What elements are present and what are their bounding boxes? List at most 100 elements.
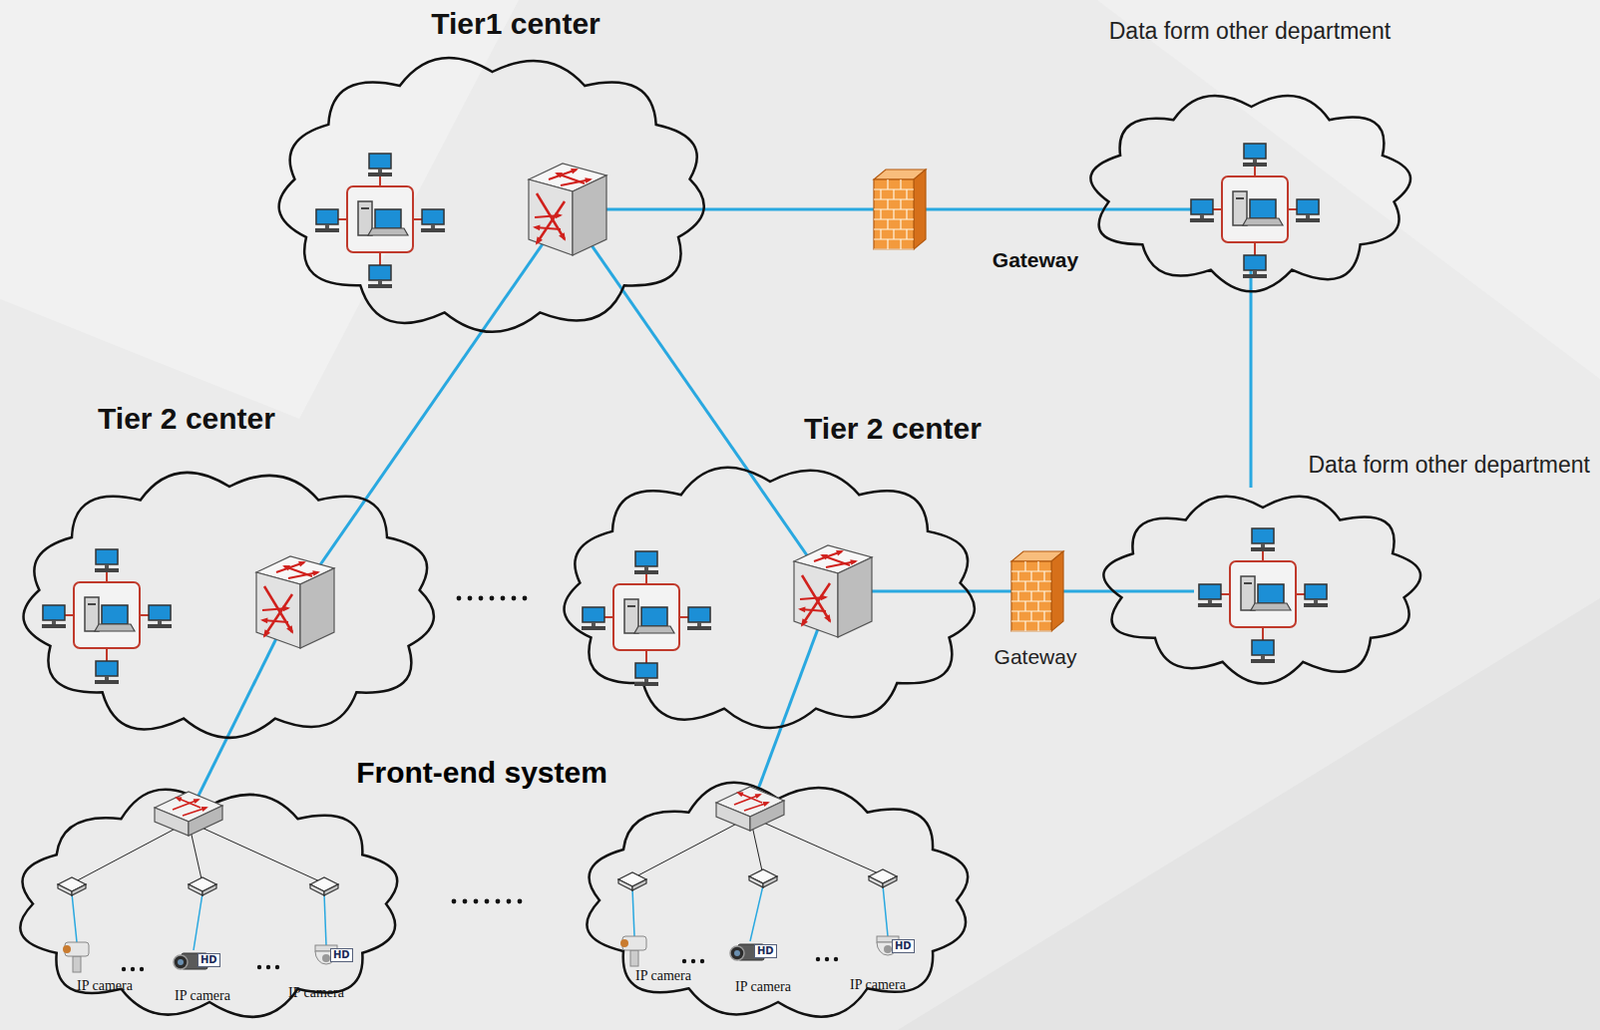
ellipsis-dot xyxy=(130,967,135,972)
monitor-icon xyxy=(368,265,393,289)
front-end-cloud: IP cameraIP cameraIP camera xyxy=(576,776,980,1026)
arrow-head xyxy=(174,797,182,802)
icon-face xyxy=(188,805,223,836)
ip-camera-icon xyxy=(62,942,89,973)
encoder-icon xyxy=(188,877,217,896)
arrow-head xyxy=(820,595,828,602)
node-label: Gateway xyxy=(992,248,1079,273)
icon-face xyxy=(188,884,203,896)
node-shape xyxy=(1084,83,1419,297)
tier2-cloud: Tier 2 center xyxy=(555,458,985,736)
monitor-icon xyxy=(94,549,119,573)
cloud-outline xyxy=(19,790,398,1018)
ellipsis-dot xyxy=(257,965,262,970)
monitor-icon xyxy=(1303,584,1328,608)
cloud-outline xyxy=(279,57,705,333)
edge-switch-icon xyxy=(716,787,785,831)
icon-face xyxy=(368,228,408,236)
monitor-icon xyxy=(1242,143,1267,167)
ellipsis-dot xyxy=(266,965,271,970)
icon-face xyxy=(154,807,189,836)
camera-link xyxy=(324,893,327,946)
node-label: Data form other department xyxy=(1109,17,1392,44)
arrow-head xyxy=(532,225,540,232)
camera-link xyxy=(193,893,203,951)
ellipsis-dot xyxy=(139,967,144,972)
icon-face xyxy=(634,626,675,634)
icon-face xyxy=(618,879,633,891)
node-label: IP camera xyxy=(735,979,792,996)
monitor-icon xyxy=(420,209,445,233)
camera-link xyxy=(882,885,888,937)
arrow-head xyxy=(819,554,828,560)
ellipsis-dots xyxy=(451,596,528,905)
monitor-icon xyxy=(1295,199,1320,223)
monitor-icon xyxy=(315,209,340,233)
icon-face xyxy=(202,884,217,896)
arrow-stroke xyxy=(536,201,565,244)
node-label: IP camera xyxy=(76,978,133,995)
camera-link xyxy=(632,816,751,879)
hd-badge: HD xyxy=(891,939,915,954)
tier1-cloud: Tier1 center xyxy=(270,48,715,340)
encoder-icon xyxy=(749,869,778,888)
workstation-cluster xyxy=(315,153,445,289)
ip-camera-icon xyxy=(620,936,647,967)
department-cloud: Data form other department xyxy=(1097,484,1429,689)
edge-switch-icon xyxy=(154,792,223,836)
camera-link xyxy=(750,816,883,876)
icon-face xyxy=(882,876,897,888)
node-label: IP camera xyxy=(635,968,692,985)
cloud-outline xyxy=(586,783,968,1018)
icon-face xyxy=(794,561,838,638)
ellipsis-dot xyxy=(121,967,126,972)
hd-badge: HD xyxy=(330,948,354,963)
icon-face xyxy=(1250,603,1291,611)
icon-face xyxy=(57,884,72,896)
monitor-icon xyxy=(1250,640,1275,664)
firewall-icon xyxy=(1011,551,1064,632)
arrow-head xyxy=(263,629,271,638)
camera-link xyxy=(71,821,189,884)
center-heading: Tier 2 center xyxy=(97,401,276,437)
cloud-outline xyxy=(564,467,975,729)
arrow-head xyxy=(555,213,563,220)
icon-face xyxy=(324,884,339,896)
icon-face xyxy=(716,802,751,831)
workstation-cluster xyxy=(1190,143,1320,279)
arrow-head xyxy=(755,794,763,800)
arrow-head xyxy=(283,606,291,613)
monitor-icon xyxy=(1250,528,1275,552)
arrow-head xyxy=(736,792,744,798)
firewall-icon xyxy=(873,169,926,250)
node-shape xyxy=(1097,484,1429,689)
section-heading: Front-end system xyxy=(356,756,608,791)
ellipsis-dot xyxy=(833,957,838,962)
icon-face xyxy=(913,169,926,250)
encoder-icon xyxy=(618,872,647,891)
arrow-head xyxy=(298,561,307,567)
icon-face xyxy=(763,876,778,888)
camera-link xyxy=(750,885,764,942)
monitor-icon xyxy=(1190,199,1214,223)
arrow-head xyxy=(763,801,771,807)
icon-face xyxy=(868,876,883,888)
bg-facet xyxy=(1097,0,1600,380)
icon-face xyxy=(632,879,647,891)
monitor-icon xyxy=(634,551,659,575)
monitor-icon xyxy=(147,605,172,629)
icon-face xyxy=(310,884,325,896)
monitor-icon xyxy=(687,607,712,631)
icon-face xyxy=(256,572,301,649)
gateway: Gateway xyxy=(987,538,1085,679)
arrow-head xyxy=(798,607,805,614)
cloud-outline xyxy=(1103,496,1421,685)
encoder-icon xyxy=(310,877,339,896)
arrow-head xyxy=(554,172,563,178)
arrow-stroke xyxy=(801,583,830,626)
camera-link xyxy=(188,821,325,884)
